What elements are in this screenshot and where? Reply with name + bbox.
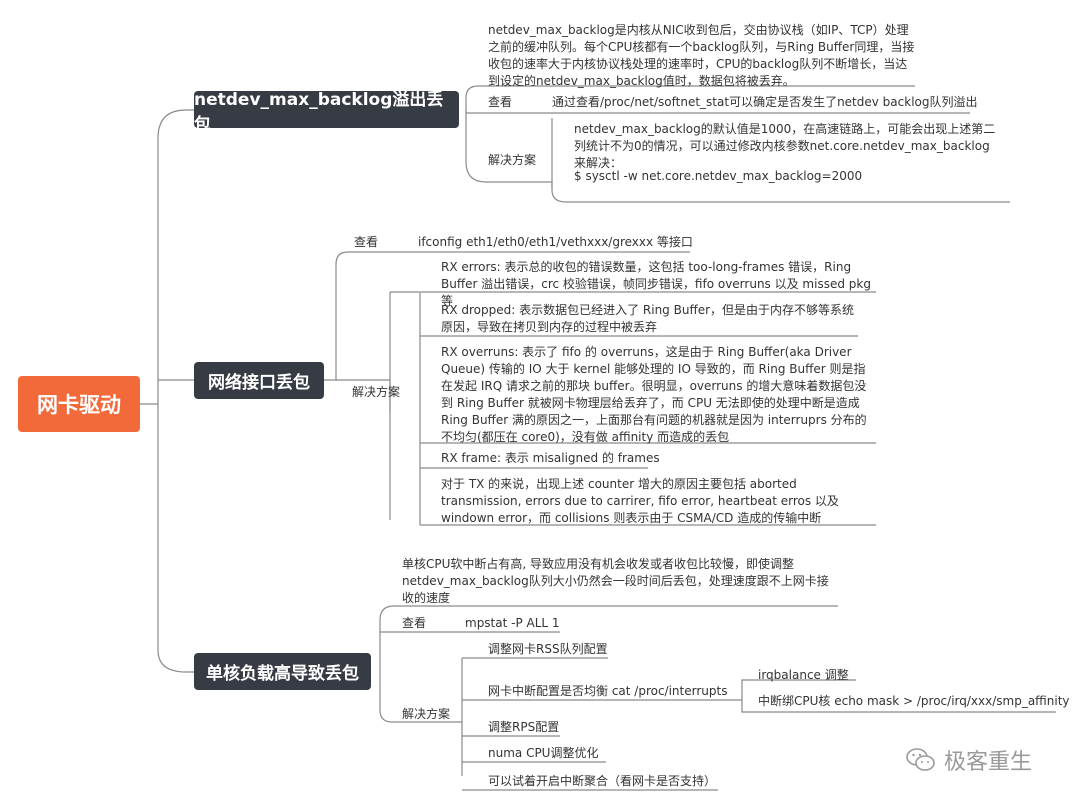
backlog-solution-cmd: $ sysctl -w net.core.netdev_max_backlog=… [574, 169, 863, 183]
single-core-description: 单核CPU软中断占有高, 导致应用没有机会收发或者收包比较慢，即使调整netde… [402, 557, 829, 605]
branch-single-core: 单核负载高导致丢包 [194, 653, 371, 690]
backlog-solution-text: netdev_max_backlog的默认值是1000，在高速链路上，可能会出现… [574, 122, 996, 170]
backlog-check-text: 通过查看/proc/net/softnet_stat可以确定是否发生了netde… [552, 95, 978, 109]
branch-interface: 网络接口丢包 [194, 362, 324, 399]
single-core-item-rss: 调整网卡RSS队列配置 [488, 642, 608, 656]
branch-single-core-label: 单核负载高导致丢包 [206, 664, 359, 684]
interface-item-tx: 对于 TX 的来说，出现上述 counter 增大的原因主要包括 aborted… [441, 477, 839, 525]
interface-item-rx-errors: RX errors: 表示总的收包的错误数量，这包括 too-long-fram… [441, 260, 871, 308]
interface-check-label: 查看 [354, 235, 379, 249]
wechat-icon [906, 748, 935, 771]
single-core-item-coalesce: 可以试着开启中断聚合（看网卡是否支持） [488, 774, 717, 788]
backlog-solution-label: 解决方案 [488, 153, 537, 167]
single-core-check-text: mpstat -P ALL 1 [465, 616, 560, 630]
root-node: 网卡驱动 [18, 376, 140, 432]
branch-backlog: netdev_max_backlog溢出丢包 [194, 90, 459, 135]
single-core-item-irq: 网卡中断配置是否均衡 cat /proc/interrupts [488, 684, 728, 698]
branch-interface-label: 网络接口丢包 [208, 373, 310, 393]
interface-check-text: ifconfig eth1/eth0/eth1/vethxxx/grexxx 等… [418, 235, 693, 249]
single-core-sub-affinity: 中断绑CPU核 echo mask > /proc/irq/xxx/smp_af… [758, 694, 1070, 708]
interface-item-rx-dropped: RX dropped: 表示数据包已经进入了 Ring Buffer，但是由于内… [441, 303, 855, 334]
single-core-sub-irqbalance: irqbalance 调整 [758, 668, 849, 682]
root-label: 网卡驱动 [37, 393, 121, 417]
interface-item-rx-overruns: RX overruns: 表示了 fifo 的 overruns，这是由于 Ri… [441, 345, 867, 444]
interface-item-rx-frame: RX frame: 表示 misaligned 的 frames [441, 451, 660, 465]
branch-backlog-label: netdev_max_backlog溢出丢包 [194, 89, 444, 135]
backlog-check-label: 查看 [488, 95, 513, 109]
watermark-text: 极客重生 [944, 750, 1033, 775]
interface-solution-label: 解决方案 [352, 385, 401, 399]
single-core-item-numa: numa CPU调整优化 [488, 746, 599, 760]
single-core-item-rps: 调整RPS配置 [488, 720, 560, 734]
backlog-description: netdev_max_backlog是内核从NIC收到包后，交由协议栈（如IP、… [488, 23, 915, 88]
single-core-check-label: 查看 [402, 616, 427, 630]
watermark: 极客重生 [906, 744, 1032, 776]
single-core-solution-label: 解决方案 [402, 707, 451, 721]
